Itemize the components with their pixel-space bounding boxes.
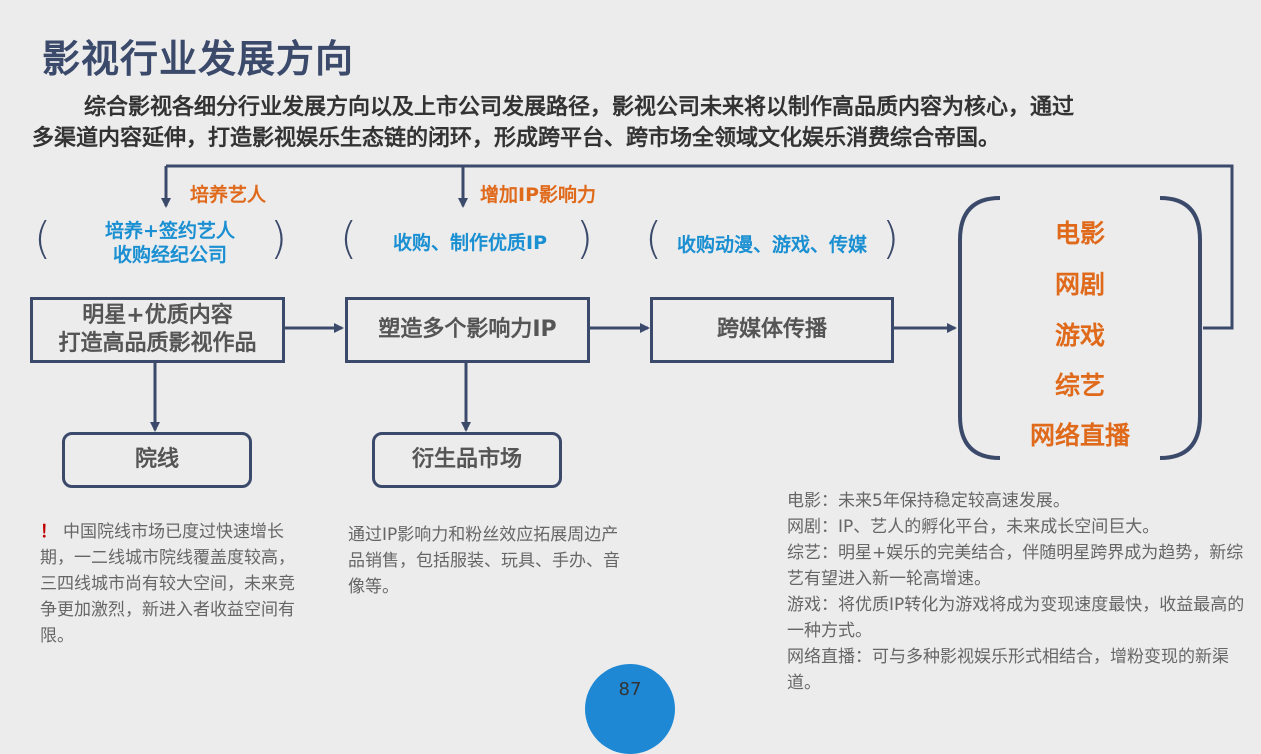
warning-mark: ！	[40, 522, 57, 542]
note-artists-line-2: 收购经纪公司	[112, 244, 227, 266]
page-title: 影视行业发展方向	[42, 37, 355, 81]
intro-paragraph: 综合影视各细分行业发展方向以及上市公司发展路径，影视公司未来将以制作高品质内容为…	[32, 92, 1232, 154]
intro-line-1: 综合影视各细分行业发展方向以及上市公司发展路径，影视公司未来将以制作高品质内容为…	[84, 95, 1075, 120]
media-games: 游戏	[1054, 321, 1105, 350]
note-media-web-drama: 网剧：IP、艺人的孵化平台，未来成长空间巨大。	[787, 517, 1160, 537]
feedback-loop-line	[166, 164, 1234, 330]
note-theaters-text: 中国院线市场已度过快速增长期，一二线城市院线覆盖度较高，三四线城市尚有较大空间，…	[40, 522, 295, 646]
bracket-close-3: )	[882, 213, 900, 264]
label-increase-ip: 增加IP影响力	[480, 184, 596, 206]
box-cross-media-label: 跨媒体传播	[716, 317, 827, 342]
box-derivatives-label: 衍生品市场	[411, 447, 522, 472]
bracket-open-1: (	[34, 213, 52, 264]
note-media-live: 网络直播：可与多种影视娱乐形式相结合，增粉变现的新渠道。	[787, 647, 1229, 693]
box-stars-line-2: 打造高品质影视作品	[58, 331, 257, 356]
intro-line-2: 多渠道内容延伸，打造影视娱乐生态链的闭环，形成跨平台、跨市场全领域文化娱乐消费综…	[32, 126, 1001, 151]
media-right-bracket	[1159, 196, 1202, 460]
bracket-close-2: )	[576, 213, 594, 264]
note-media-variety: 综艺：明星+娱乐的完美结合，伴随明星跨界成为趋势，新综艺有望进入新一轮高增速。	[787, 543, 1244, 589]
note-derivatives: 通过IP影响力和粉丝效应拓展周边产品销售，包括服装、玩具、手办、音像等。	[348, 525, 620, 597]
bracket-close-1: )	[270, 213, 288, 264]
media-web-drama: 网剧	[1054, 270, 1105, 299]
note-artists: 培养+签约艺人 收购经纪公司	[80, 219, 260, 267]
note-theaters: ！中国院线市场已度过快速增长期，一二线城市院线覆盖度较高，三四线城市尚有较大空间…	[40, 519, 310, 649]
bracket-open-2: (	[340, 213, 358, 264]
box-ip-label: 塑造多个影响力IP	[378, 317, 557, 342]
box-theaters: 院线	[62, 432, 252, 488]
bracket-open-3: (	[645, 213, 663, 264]
box-influential-ip: 塑造多个影响力IP	[345, 297, 590, 363]
note-media: 电影：未来5年保持稳定较高速发展。 网剧：IP、艺人的孵化平台，未来成长空间巨大…	[787, 488, 1247, 696]
media-variety: 综艺	[1054, 371, 1105, 400]
box-stars-line-1: 明星+优质内容	[82, 303, 233, 328]
box-theaters-label: 院线	[134, 447, 179, 472]
box-stars-content: 明星+优质内容 打造高品质影视作品	[30, 297, 285, 363]
note-ip: 收购、制作优质IP	[393, 232, 547, 254]
media-live-streaming: 网络直播	[1029, 421, 1130, 450]
media-left-bracket	[958, 196, 1001, 460]
page-number: 87	[585, 664, 675, 754]
note-acquisitions: 收购动漫、游戏、传媒	[676, 234, 867, 256]
note-media-games: 游戏：将优质IP转化为游戏将成为变现速度最快，收益最高的一种方式。	[787, 595, 1245, 641]
box-cross-media: 跨媒体传播	[650, 297, 894, 363]
note-artists-line-1: 培养+签约艺人	[105, 220, 235, 242]
label-cultivate-artists: 培养艺人	[190, 184, 267, 206]
media-film: 电影	[1054, 219, 1105, 248]
flow-connectors	[150, 164, 1234, 460]
box-derivatives: 衍生品市场	[372, 432, 562, 488]
note-media-film: 电影：未来5年保持稳定较高速发展。	[787, 491, 1070, 511]
